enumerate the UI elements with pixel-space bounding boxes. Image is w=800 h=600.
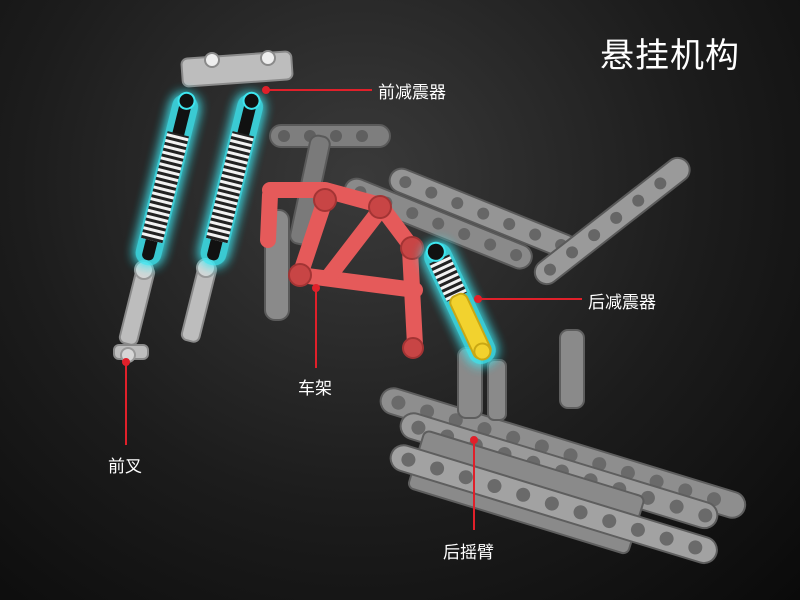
label-frame: 车架 [298, 379, 332, 399]
rear-swingarm [379, 329, 747, 565]
leader-lines [122, 86, 582, 530]
seat-beams [264, 124, 691, 321]
swingarm-vertical-links [457, 329, 585, 421]
rear-shock [424, 241, 496, 365]
label-front-shock: 前减震器 [378, 83, 446, 103]
front-shock-right [200, 91, 264, 266]
front-fork [113, 50, 294, 360]
frame-joints [288, 188, 424, 359]
label-front-fork: 前叉 [108, 457, 142, 477]
front-shock-left [135, 91, 199, 266]
label-rear-shock: 后减震器 [588, 293, 656, 313]
label-rear-swingarm: 后摇臂 [443, 543, 494, 563]
swingarm-beam-front [389, 444, 718, 565]
frame [260, 182, 423, 353]
diagram-title: 悬挂机构 [600, 36, 740, 76]
